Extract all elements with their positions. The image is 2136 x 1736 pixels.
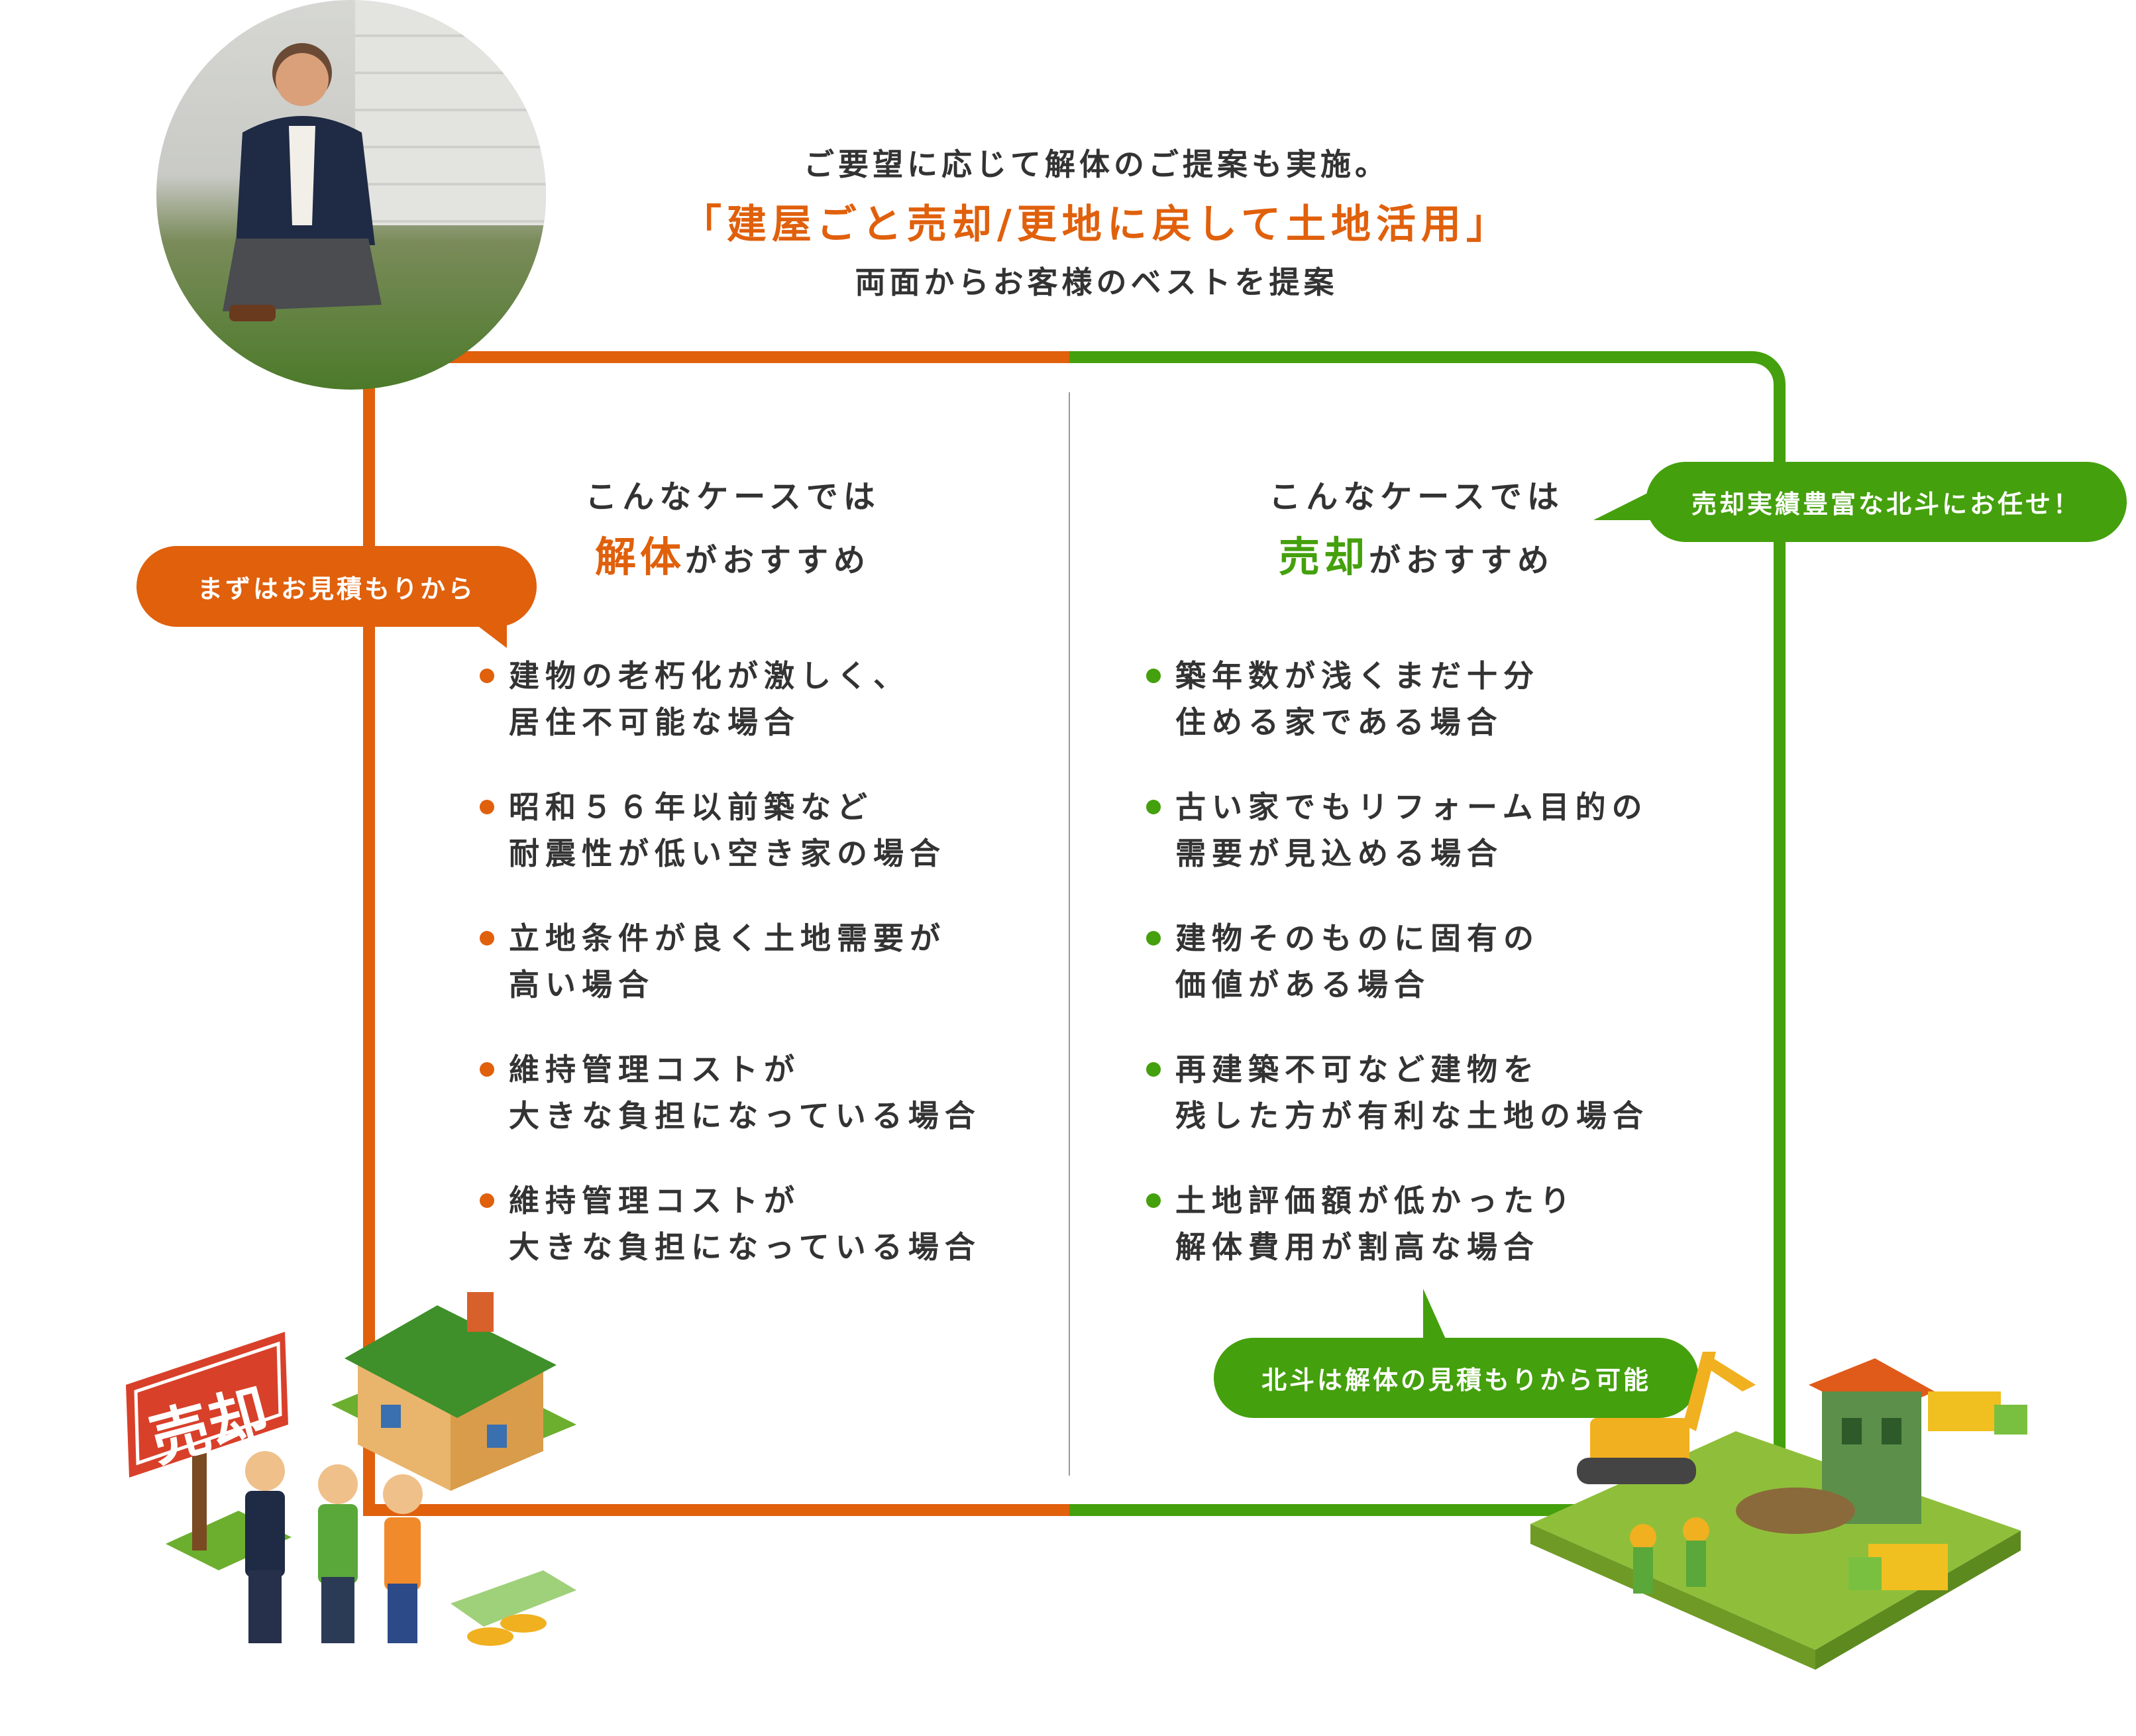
item-text: 再建築不可など建物を 残した方が有利な土地の場合 — [1175, 1052, 1649, 1134]
bubble-tail — [1423, 1289, 1447, 1342]
frame-left-orange — [363, 351, 1069, 1516]
list-item: 昭和５６年以前築など 耐震性が低い空き家の場合 — [480, 784, 981, 877]
bullet-icon — [480, 1193, 494, 1208]
header-headline: 「建屋ごと売却/更地に戻して土地活用」 — [681, 201, 1512, 248]
list-item: 建物の老朽化が激しく、 居住不可能な場合 — [480, 653, 981, 745]
item-text: 立地条件が良く土地需要が 高い場合 — [509, 920, 946, 1003]
bubble-tail — [1593, 490, 1653, 520]
right-recommendation: 売却がおすすめ — [1118, 523, 1715, 583]
right-emphasis: 売却 — [1278, 533, 1369, 581]
sale-illustration: 売却 — [126, 1292, 576, 1646]
list-item: 古い家でもリフォーム目的の 需要が見込める場合 — [1146, 784, 1649, 877]
excavator-icon — [1577, 1352, 1756, 1484]
bullet-icon — [1146, 931, 1161, 946]
sales-record-bubble: 売却実績豊富な北斗にお任せ！ — [1646, 462, 2127, 542]
item-text: 古い家でもリフォーム目的の 需要が見込める場合 — [1175, 789, 1648, 871]
bullet-icon — [1146, 1193, 1161, 1208]
bullet-icon — [1146, 669, 1161, 683]
left-case-list: 建物の老朽化が激しく、 居住不可能な場合 昭和５６年以前築など 耐震性が低い空き… — [480, 653, 981, 1309]
staff-photo — [156, 0, 546, 390]
right-case-list: 築年数が浅くまだ十分 住める家である場合 古い家でもリフォーム目的の 需要が見込… — [1146, 653, 1649, 1309]
person-illustration — [223, 43, 382, 321]
item-text: 昭和５６年以前築など 耐震性が低い空き家の場合 — [509, 789, 946, 871]
item-text: 建物の老朽化が激しく、 居住不可能な場合 — [509, 658, 910, 740]
left-emphasis: 解体 — [594, 533, 685, 581]
left-subtitle: こんなケースでは — [585, 478, 881, 515]
list-item: 立地条件が良く土地需要が 高い場合 — [480, 915, 981, 1008]
center-divider — [1069, 392, 1070, 1476]
header-line-3: 両面からお客様のベストを提案 — [855, 264, 1338, 300]
list-item: 維持管理コストが 大きな負担になっている場合 — [480, 1046, 981, 1139]
bullet-icon — [480, 669, 494, 683]
bullet-icon — [1146, 800, 1161, 814]
bubble-tail — [474, 623, 507, 648]
bullet-icon — [480, 931, 494, 946]
demolition-illustration — [1530, 1352, 2027, 1670]
list-item: 建物そのものに固有の 価値がある場合 — [1146, 915, 1649, 1008]
item-text: 維持管理コストが 大きな負担になっている場合 — [509, 1052, 981, 1134]
people-icon — [245, 1451, 423, 1643]
left-recommendation: 解体がおすすめ — [435, 523, 1031, 583]
bullet-icon — [480, 1062, 494, 1077]
item-text: 建物そのものに固有の 価値がある場合 — [1175, 920, 1540, 1003]
bullet-icon — [480, 800, 494, 814]
demolition-estimate-bubble: 北斗は解体の見積もりから可能 — [1214, 1338, 1699, 1418]
list-item: 維持管理コストが 大きな負担になっている場合 — [480, 1177, 981, 1270]
item-text: 土地評価額が低かったり 解体費用が割高な場合 — [1175, 1183, 1576, 1265]
item-text: 築年数が浅くまだ十分 住める家である場合 — [1175, 658, 1540, 740]
list-item: 再建築不可など建物を 残した方が有利な土地の場合 — [1146, 1046, 1649, 1139]
estimate-bubble: まずはお見積もりから — [136, 546, 537, 627]
list-item: 築年数が浅くまだ十分 住める家である場合 — [1146, 653, 1649, 745]
left-suffix: がおすすめ — [685, 542, 871, 579]
right-suffix: がおすすめ — [1369, 542, 1555, 579]
money-icon — [451, 1570, 576, 1646]
list-item: 土地評価額が低かったり 解体費用が割高な場合 — [1146, 1177, 1649, 1270]
truck-icon — [1848, 1391, 2027, 1590]
item-text: 維持管理コストが 大きな負担になっている場合 — [509, 1183, 981, 1265]
right-subtitle: こんなケースでは — [1269, 478, 1564, 515]
workers-icon — [1630, 1517, 1709, 1594]
header-line-1: ご要望に応じて解体のご提案も実施。 — [804, 146, 1389, 182]
bullet-icon — [1146, 1062, 1161, 1077]
